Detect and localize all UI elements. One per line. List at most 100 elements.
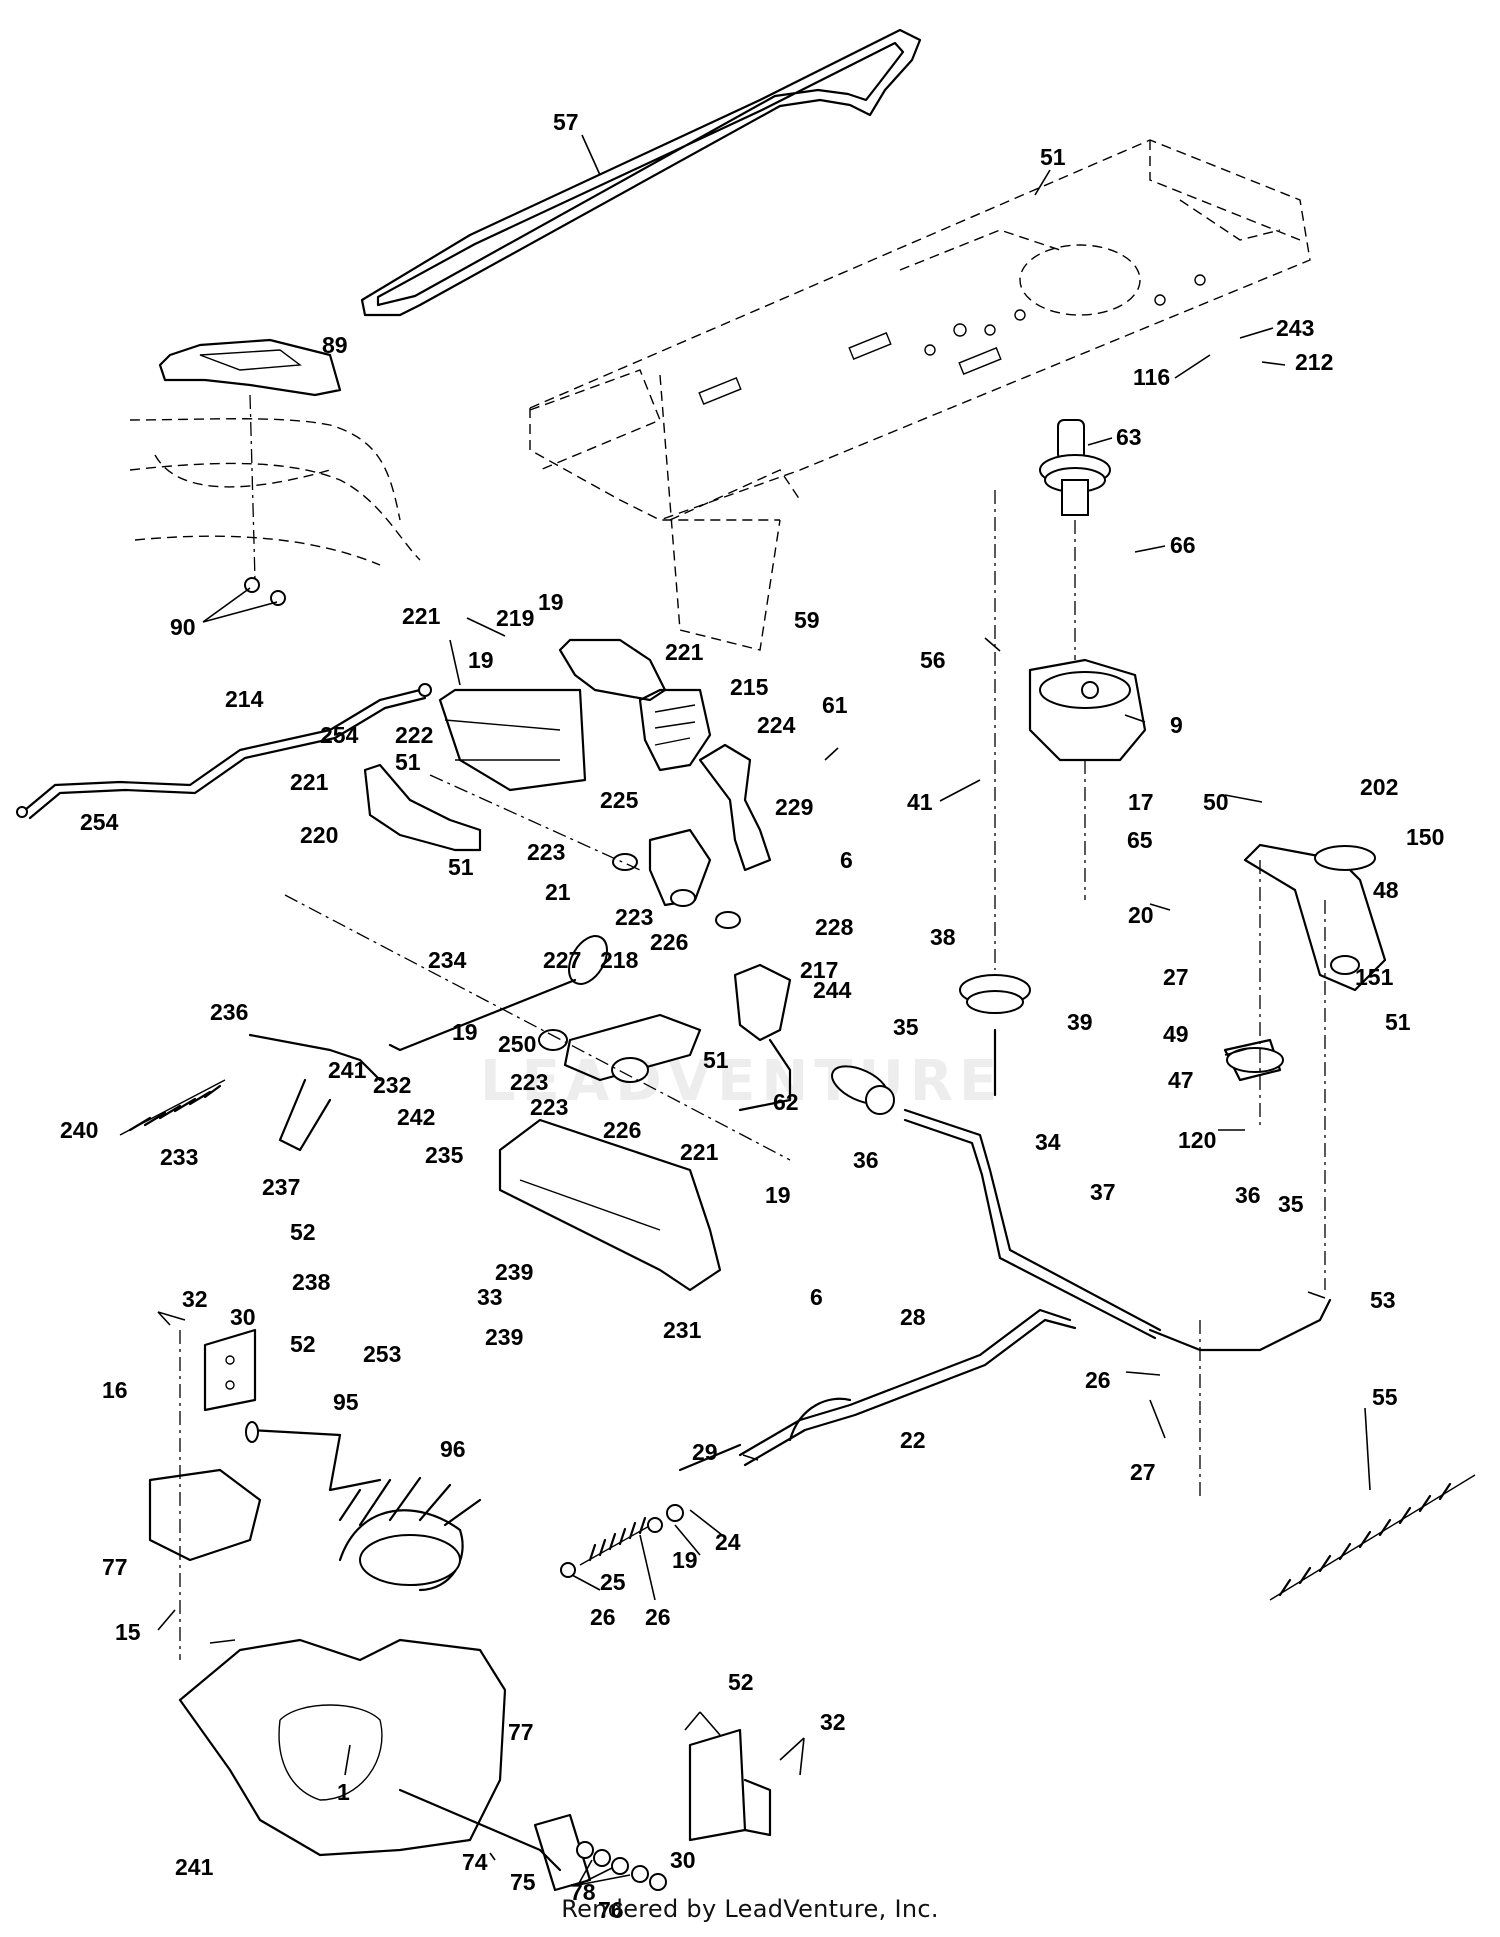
callout-28: 28 xyxy=(900,1304,926,1330)
callout-50: 50 xyxy=(1203,789,1229,815)
callout-66: 66 xyxy=(1170,532,1196,558)
callout-35: 35 xyxy=(893,1014,919,1040)
idler-63 xyxy=(1039,419,1111,516)
callout-26: 26 xyxy=(645,1604,671,1630)
callout-16: 16 xyxy=(102,1377,128,1403)
callout-244: 244 xyxy=(813,977,852,1003)
callout-212: 212 xyxy=(1295,349,1333,375)
callout-24: 24 xyxy=(715,1529,741,1555)
callout-225: 225 xyxy=(600,787,639,813)
callout-221: 221 xyxy=(290,769,329,795)
callout-90: 90 xyxy=(170,614,196,640)
callout-51: 51 xyxy=(1385,1009,1411,1035)
callout-47: 47 xyxy=(1168,1067,1194,1093)
callout-223: 223 xyxy=(530,1094,568,1120)
callout-221: 221 xyxy=(402,603,441,629)
callout-89: 89 xyxy=(322,332,348,358)
callout-52: 52 xyxy=(290,1219,316,1245)
tractor-frame xyxy=(529,139,1311,651)
callout-52: 52 xyxy=(290,1331,316,1357)
callout-34: 34 xyxy=(1035,1129,1061,1155)
axle-parts-74-78 xyxy=(533,1813,667,1892)
callout-30: 30 xyxy=(670,1847,696,1873)
callout-254: 254 xyxy=(80,809,119,835)
callout-49: 49 xyxy=(1163,1021,1189,1047)
callout-151: 151 xyxy=(1355,964,1394,990)
callout-19: 19 xyxy=(672,1547,698,1573)
callout-32: 32 xyxy=(820,1709,846,1735)
callout-223: 223 xyxy=(510,1069,548,1095)
callout-221: 221 xyxy=(665,639,704,665)
callout-228: 228 xyxy=(815,914,854,940)
shaft-34 xyxy=(831,1065,1162,1340)
control-arm-95 xyxy=(245,1421,382,1492)
callout-61: 61 xyxy=(822,692,848,718)
callout-26: 26 xyxy=(590,1604,616,1630)
pulley-47 xyxy=(1223,1038,1284,1082)
callout-52: 52 xyxy=(728,1669,754,1695)
callout-51: 51 xyxy=(448,854,474,880)
callout-239: 239 xyxy=(485,1324,523,1350)
callout-250: 250 xyxy=(498,1031,536,1057)
shift-lever-assembly xyxy=(248,935,608,1152)
rod-28-22 xyxy=(678,900,1332,1472)
assembly-axes xyxy=(179,490,1261,1660)
callout-215: 215 xyxy=(730,674,769,700)
callout-234: 234 xyxy=(428,947,467,973)
callout-241: 241 xyxy=(175,1854,214,1880)
transaxle-1 xyxy=(148,1468,562,1872)
callout-219: 219 xyxy=(496,605,534,631)
callout-241: 241 xyxy=(328,1057,367,1083)
callout-35: 35 xyxy=(1278,1191,1304,1217)
callout-202: 202 xyxy=(1360,774,1398,800)
callout-leaders xyxy=(157,134,1371,1886)
bracket-231 xyxy=(498,1118,722,1292)
callout-57: 57 xyxy=(553,109,579,135)
pedal-arm-224 xyxy=(698,743,772,872)
footer-credit: Rendered by LeadVenture, Inc. xyxy=(561,1895,939,1923)
callout-236: 236 xyxy=(210,999,248,1025)
callout-59: 59 xyxy=(794,607,820,633)
callout-36: 36 xyxy=(853,1147,879,1173)
brake-cable-214 xyxy=(16,683,432,820)
callout-32: 32 xyxy=(182,1286,208,1312)
callout-51: 51 xyxy=(703,1047,729,1073)
callout-214: 214 xyxy=(225,686,264,712)
callout-254: 254 xyxy=(320,722,359,748)
callout-6: 6 xyxy=(810,1284,823,1310)
callout-63: 63 xyxy=(1116,424,1142,450)
callout-237: 237 xyxy=(262,1174,300,1200)
callout-20: 20 xyxy=(1128,902,1154,928)
callout-78: 78 xyxy=(570,1879,596,1905)
callout-232: 232 xyxy=(373,1072,411,1098)
callout-76: 76 xyxy=(598,1897,624,1923)
callout-227: 227 xyxy=(543,947,581,973)
pedal-bracket-assembly xyxy=(363,638,667,852)
callout-38: 38 xyxy=(930,924,956,950)
callout-77: 77 xyxy=(508,1719,534,1745)
spring-55 xyxy=(1269,1474,1476,1601)
callout-150: 150 xyxy=(1406,824,1444,850)
drive-belt-57 xyxy=(360,28,922,317)
callout-65: 65 xyxy=(1127,827,1153,853)
callout-96: 96 xyxy=(440,1436,466,1462)
callout-15: 15 xyxy=(115,1619,141,1645)
spring-240 xyxy=(119,1079,226,1136)
callout-51: 51 xyxy=(1040,144,1066,170)
callout-27: 27 xyxy=(1163,964,1189,990)
callout-9: 9 xyxy=(1170,712,1183,738)
pedal-217 xyxy=(733,963,792,1112)
tractor-body-outline xyxy=(129,418,421,606)
callout-6: 6 xyxy=(840,847,853,873)
drive-fan xyxy=(338,1476,482,1527)
callout-223: 223 xyxy=(615,904,653,930)
callout-75: 75 xyxy=(510,1869,536,1895)
callout-218: 218 xyxy=(600,947,639,973)
callout-217: 217 xyxy=(800,957,838,983)
mount-bracket-30-bottom xyxy=(688,1728,772,1842)
callout-221: 221 xyxy=(680,1139,719,1165)
callout-242: 242 xyxy=(397,1104,435,1130)
callout-56: 56 xyxy=(920,647,946,673)
callout-41: 41 xyxy=(907,789,933,815)
brake-pedal-215 xyxy=(638,688,712,772)
